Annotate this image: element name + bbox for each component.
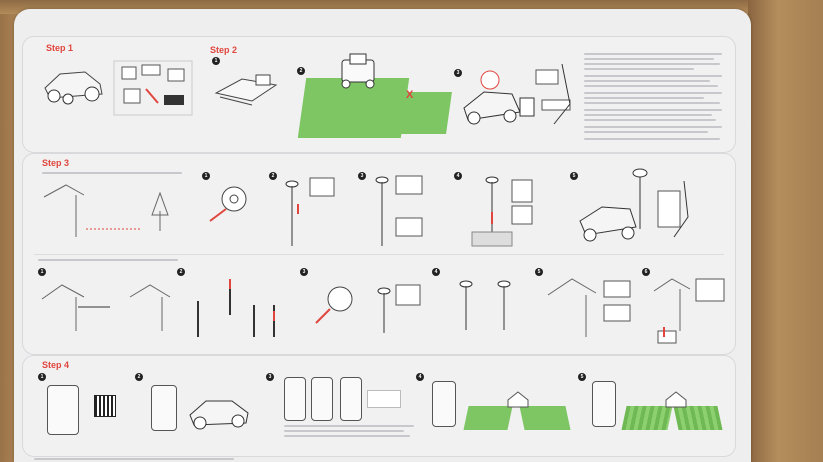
charging-base-illustration — [214, 74, 278, 106]
mower-on-base-illustration — [341, 53, 375, 89]
step-4-number-4: 4 — [416, 373, 424, 381]
phone-pairing-illustration — [151, 385, 177, 431]
mower-illustration — [44, 71, 103, 105]
step-2-number-1: 1 — [212, 57, 220, 65]
phone-mapping-illustration — [432, 381, 456, 427]
pole-extension-illustration — [197, 279, 275, 337]
step-3-number-5: 5 — [570, 172, 578, 180]
antenna-pole-assembly — [285, 177, 335, 246]
roof-mount-illustration — [547, 278, 631, 337]
step-4-note-line-3 — [284, 435, 410, 437]
safety-text-column — [584, 53, 724, 149]
step-4-number-3: 3 — [266, 373, 274, 381]
parts-diagram — [113, 60, 193, 116]
step-4-number-5: 5 — [578, 373, 586, 381]
box-right-side — [748, 0, 823, 462]
instruction-sheet: Step 1 Step 2 1 2 X 3 — [14, 9, 751, 462]
phone-app-screen-2 — [311, 377, 333, 421]
checklist-card — [367, 390, 401, 408]
mount-fixing-illustration — [315, 284, 421, 333]
step-3-number-4: 4 — [454, 172, 462, 180]
phone-app-screen-3 — [340, 377, 362, 421]
phone-mowing-illustration — [592, 381, 616, 427]
step-3-number-3: 3 — [358, 172, 366, 180]
wall-mount-house-illustration — [41, 284, 171, 331]
house-icon-a — [507, 391, 529, 408]
lawn-map-a — [463, 406, 513, 430]
step-3-subtitle-a — [42, 172, 182, 174]
step-4-note-line-2 — [284, 430, 404, 432]
mower-pairing-illustration — [189, 400, 249, 430]
step-3-subtitle-b — [38, 259, 178, 261]
mower-with-antenna-illustration — [579, 168, 689, 242]
antenna-mount-illustration — [209, 186, 247, 222]
step-3b-number-4: 4 — [432, 268, 440, 276]
step-3b-number-2: 2 — [177, 268, 185, 276]
step-4-number-2: 2 — [135, 373, 143, 381]
antenna-pair-illustration — [459, 280, 511, 330]
lawn-mowed-b — [673, 406, 723, 430]
step-3-divider — [34, 254, 724, 255]
phone-scan-illustration — [47, 385, 79, 435]
step-3-title: Step 3 — [42, 158, 70, 168]
step-2-number-3: 3 — [454, 69, 462, 77]
qr-code — [94, 395, 116, 417]
step-4-title: Step 4 — [42, 360, 70, 370]
step-2-number-2: 2 — [297, 67, 305, 75]
antenna-pole-tightening — [375, 175, 423, 246]
mower-charging-illustration — [463, 64, 571, 125]
antenna-in-ground — [471, 176, 533, 247]
cross-mark: X — [406, 89, 414, 101]
footer-text — [34, 458, 234, 460]
step-1-title: Step 1 — [46, 43, 74, 53]
house-and-tree-illustration — [43, 184, 169, 237]
phone-app-screen-1 — [284, 377, 306, 421]
step-3b-number-5: 5 — [535, 268, 543, 276]
step-3b-number-6: 6 — [642, 268, 650, 276]
step-4-note-line-1 — [284, 425, 414, 427]
house-icon-b — [665, 391, 687, 408]
step-3-number-2: 2 — [269, 172, 277, 180]
cable-routing-illustration — [653, 278, 725, 344]
lawn-map-b — [519, 406, 571, 430]
step-2-title: Step 2 — [210, 45, 238, 55]
step-3b-number-3: 3 — [300, 268, 308, 276]
step-3b-number-1: 1 — [38, 268, 46, 276]
step-4-number-1: 1 — [38, 373, 46, 381]
lawn-mowed-a — [621, 406, 673, 430]
step-3-number-1: 1 — [202, 172, 210, 180]
